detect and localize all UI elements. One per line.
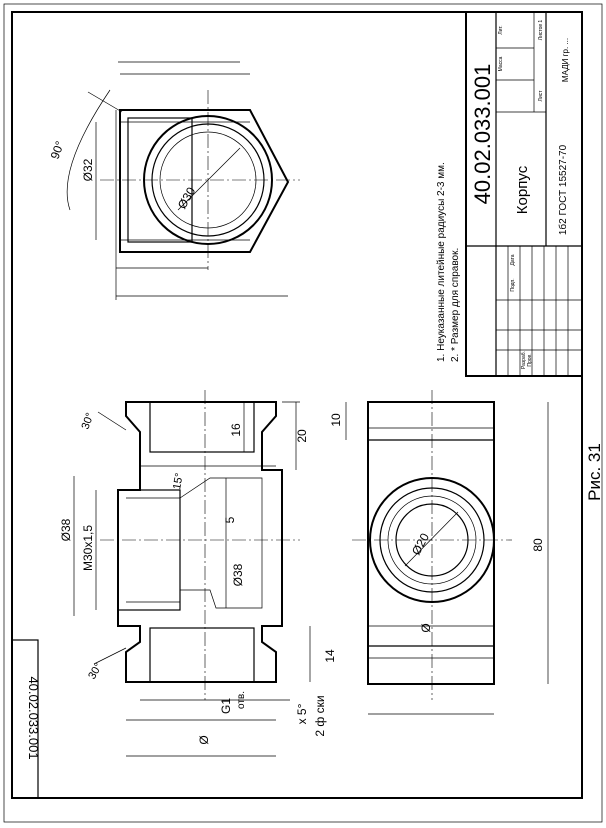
dim-side-10: 10 [329, 413, 343, 427]
figure-caption: Рис. 31 [585, 443, 604, 501]
sheet-inner-frame [11, 11, 583, 799]
dim-top-diam-outer: Ø32 [81, 158, 95, 181]
title-part-name: Корпус [514, 165, 531, 214]
note-1: 1. Неуказанные литейные радиусы 2-3 мм. [436, 162, 447, 362]
title-cell-lit: Лит. [498, 25, 504, 34]
title-organization: МАДИ гр. ... [561, 38, 570, 82]
dim-sec-thread-note: отв. [236, 691, 247, 709]
dim-sec-angle-mid: 15° [171, 472, 186, 490]
dim-side-diam-sym: Ø [419, 623, 433, 632]
dim-sec-thread: M30x1,5 [81, 525, 95, 571]
note-2: 2. * Размер для справок. [450, 248, 461, 362]
title-row-checker: Пров. [527, 353, 533, 366]
sheet-outer-frame [3, 3, 603, 823]
title-block [465, 11, 583, 377]
dim-sec-angle-top: 30° [80, 411, 97, 431]
dim-sec-thread-g: G1 [219, 698, 233, 714]
dim-side-diam20: Ø20 [409, 531, 432, 558]
section-view [73, 390, 311, 757]
side-view [345, 390, 549, 715]
dim-sec-14: 14 [323, 649, 337, 663]
title-material: 1б2 ГОСТ 15527-70 [557, 144, 569, 235]
dim-sec-diam38-left: Ø38 [59, 518, 73, 541]
dim-sec-chamfer-f: 2 ф ски [313, 695, 327, 736]
dim-side-80: 80 [531, 538, 545, 552]
title-cell-sheet: Лист [538, 90, 544, 102]
title-cell-mass: Масса [498, 56, 504, 71]
dim-sec-chamfer-x: x 5° [295, 703, 309, 724]
corner-stamp-box [11, 639, 39, 799]
dim-sec-diam38-right: Ø38 [231, 563, 245, 586]
title-cell-sheets: Листов 1 [538, 20, 544, 41]
dim-sec-16: 16 [229, 423, 243, 437]
title-designation: 40.02.033.001 [470, 64, 495, 205]
title-row-developer: Разраб. [521, 351, 527, 369]
dim-top-diam-inner: Ø30 [175, 184, 199, 211]
corner-stamp-text: 40.02.033.001 [26, 676, 41, 759]
title-col-sign: Подп. [510, 278, 516, 291]
dim-sec-20: 20 [295, 429, 309, 443]
top-view [66, 61, 300, 300]
title-col-date: Дата [510, 254, 516, 265]
dim-sec-angle-bottom: 30° [86, 661, 105, 681]
dim-sec-5: 5 [223, 516, 237, 523]
dim-sec-diam-bottom: Ø [197, 735, 211, 744]
dim-top-angle: 90° [48, 139, 67, 161]
